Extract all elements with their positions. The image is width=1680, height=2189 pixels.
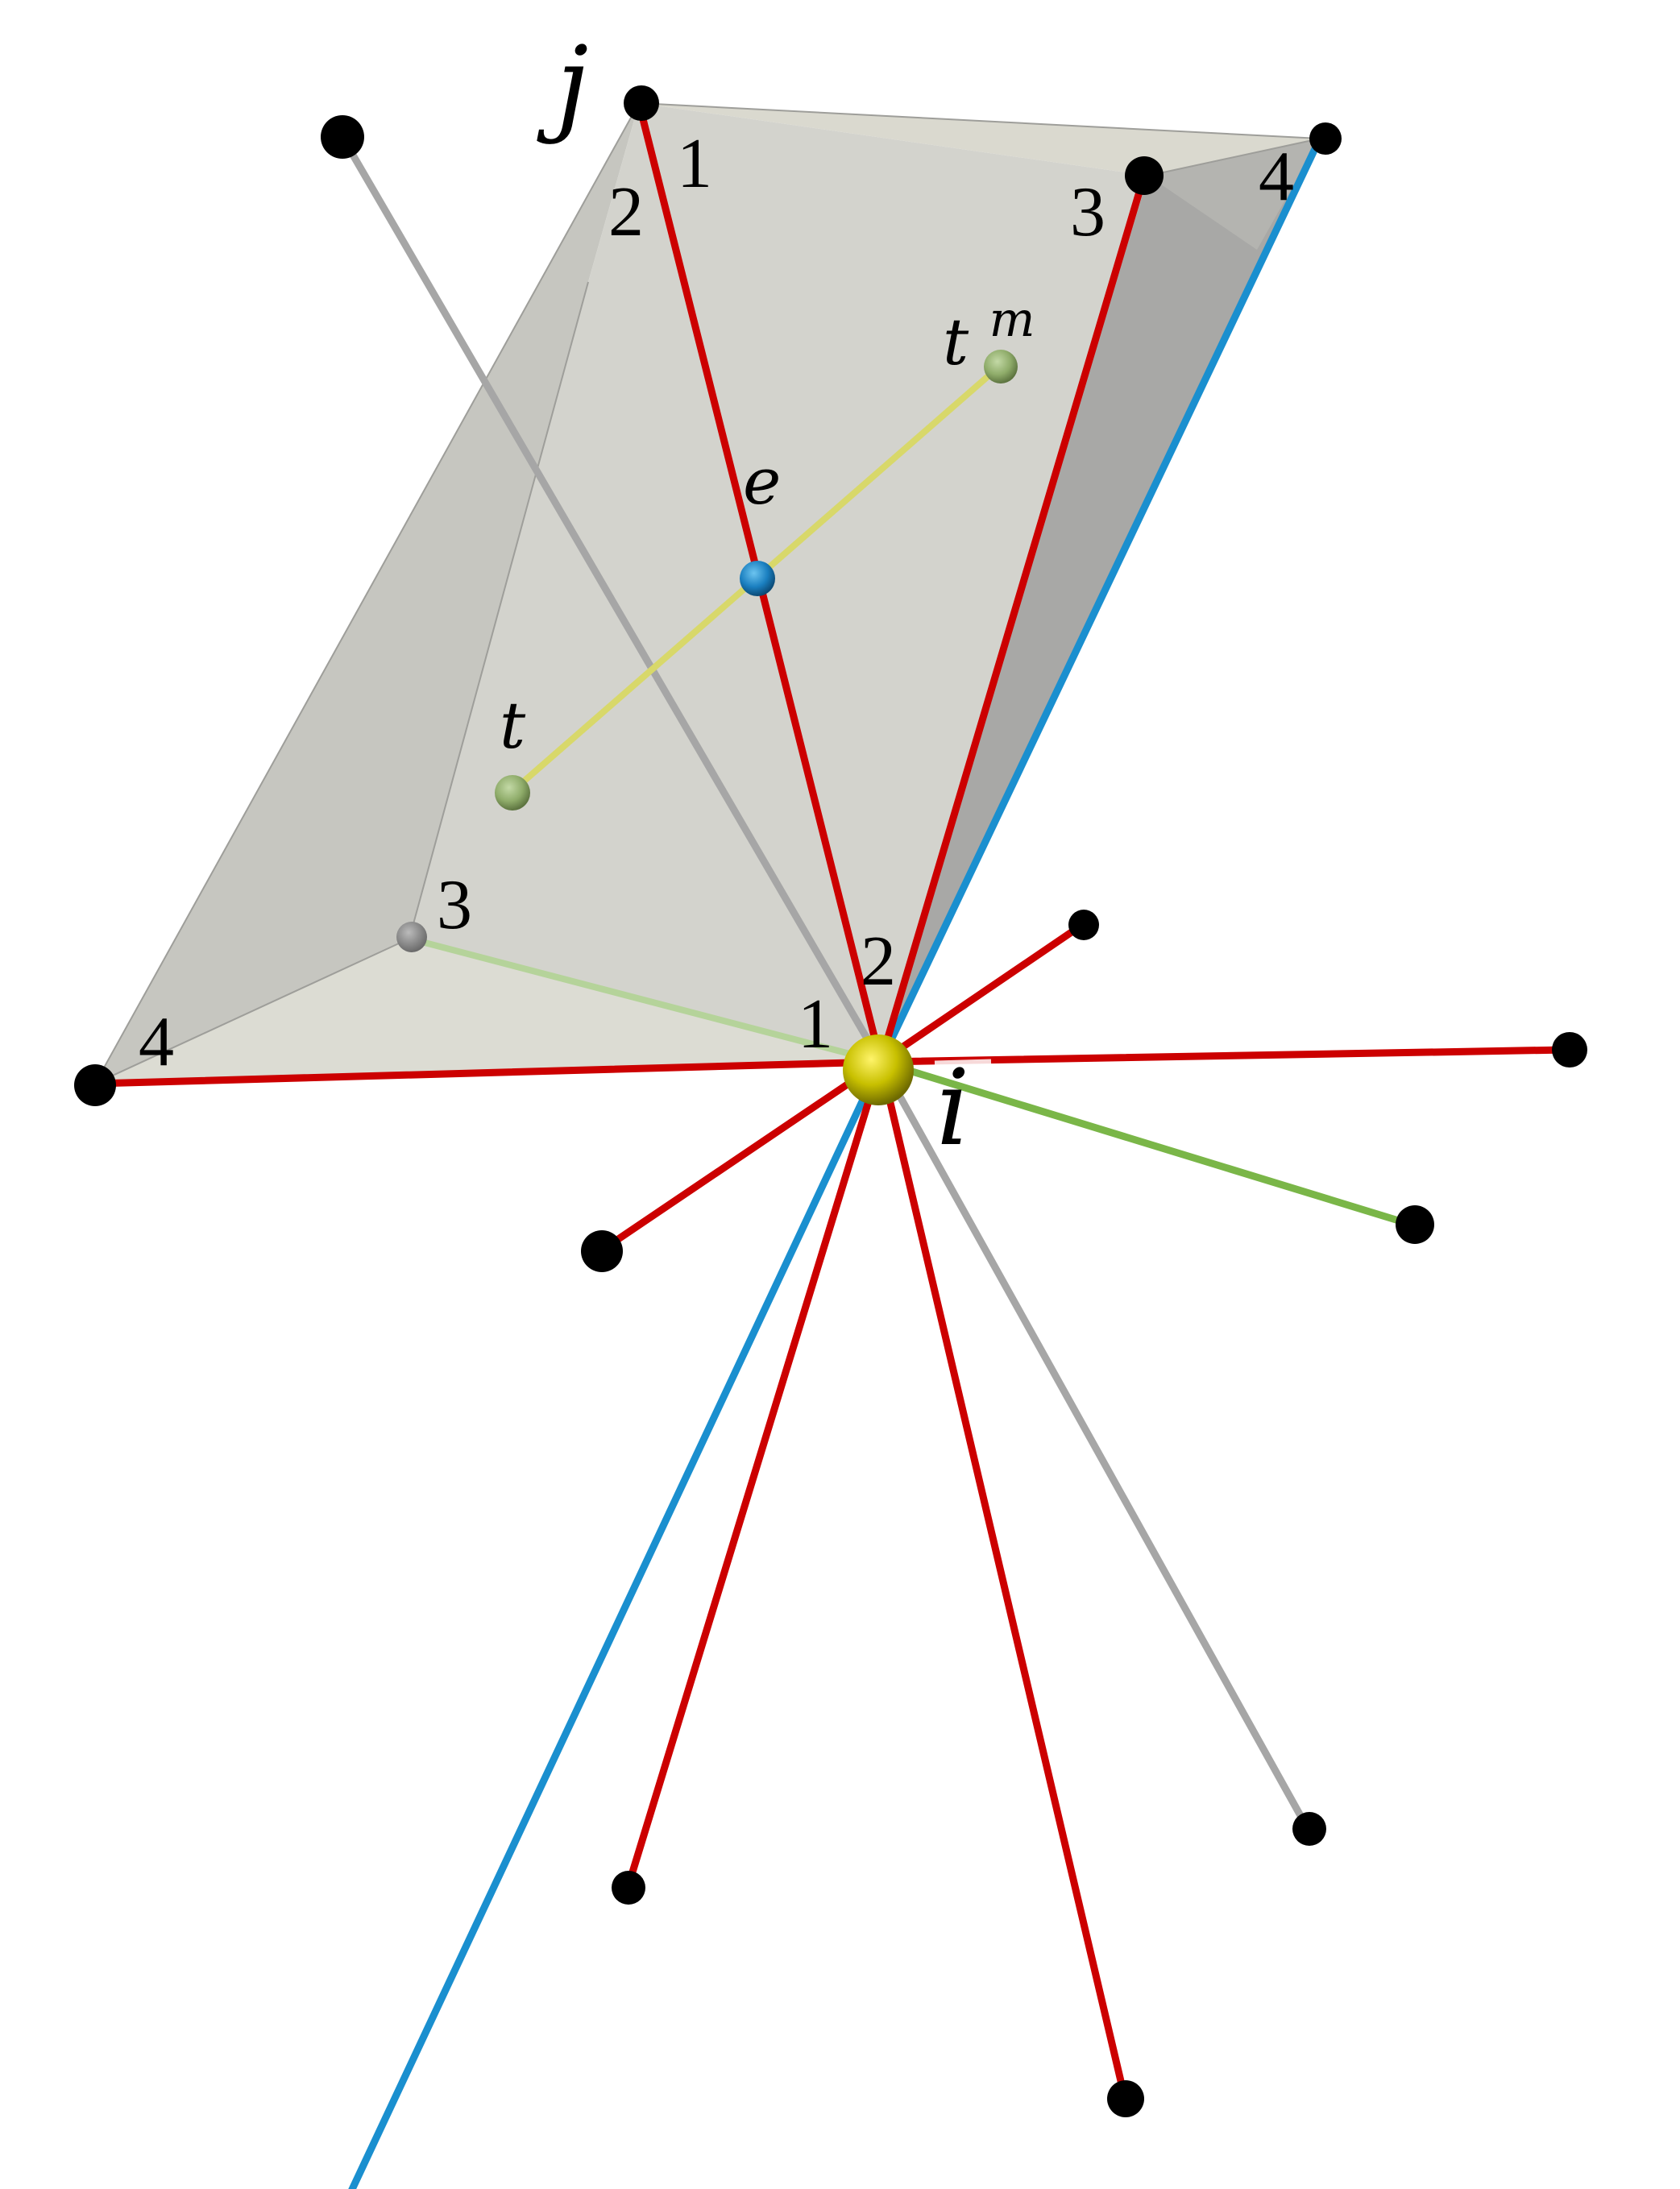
label-top-2: 2 [608,173,644,251]
label-center-1: 1 [798,985,833,1063]
node-right [1552,1032,1587,1068]
label-e: e [743,444,781,519]
label-top-4: 4 [1259,138,1294,216]
edge-red-to-top3 [877,172,1148,1066]
edge-blue-lower [348,1058,885,2189]
nodes [74,85,1587,2117]
edge-lightgreen-to-3 [406,935,884,1065]
edges-gray [338,133,1311,1831]
edges-red [91,99,1571,2099]
edge-highlight [934,1059,992,1067]
point-t-tm [984,350,1018,383]
label-top-3: 3 [1070,173,1105,251]
node-top4 [1309,122,1342,155]
element-faces [95,103,1320,1084]
node-green-right [1396,1205,1434,1244]
edge-red-upper-right [877,921,1086,1066]
point-e [740,561,775,596]
node-j [624,85,659,121]
edge-gray-upper [338,133,885,1066]
label-i: i [936,1047,970,1169]
face-back-center [409,103,1148,1062]
label-center-2: 2 [861,922,896,1001]
node-bottom-left [612,1871,645,1905]
label-top-1: 1 [677,125,712,203]
node-lower-left [581,1230,623,1272]
label-tm-base: t [943,305,969,379]
node-upper-right [1068,910,1099,940]
label-t-m: t m [943,292,1035,379]
label-t: t [500,688,526,763]
label-left-3: 3 [437,866,472,944]
node-left4 [74,1064,116,1106]
edge-red-bottom-left [624,1058,885,1889]
face-bottom-left [95,939,881,1084]
label-j: j [537,23,588,146]
edge-red-bottom-right [877,1058,1128,2099]
node-top-left [321,115,364,159]
node-left3-gray [396,922,427,952]
label-left-4: 4 [139,1003,174,1081]
node-top3 [1125,156,1164,195]
edge-green-right [877,1058,1416,1229]
edge-red-right [877,1046,1571,1066]
edge-blue-upper [877,135,1324,1066]
edge-red-lower-left [596,1058,885,1255]
label-tm-sup: m [989,292,1035,348]
edges-blue [348,135,1324,2189]
node-gray-lower [1292,1812,1326,1846]
edge-red-to-left4 [91,1058,885,1088]
element-outline [94,102,1321,1084]
point-t [495,775,530,811]
node-i-center [843,1034,914,1105]
node-bottom-right [1107,2080,1144,2117]
edges-green [406,935,1416,1229]
edge-gray-lower [877,1058,1311,1831]
